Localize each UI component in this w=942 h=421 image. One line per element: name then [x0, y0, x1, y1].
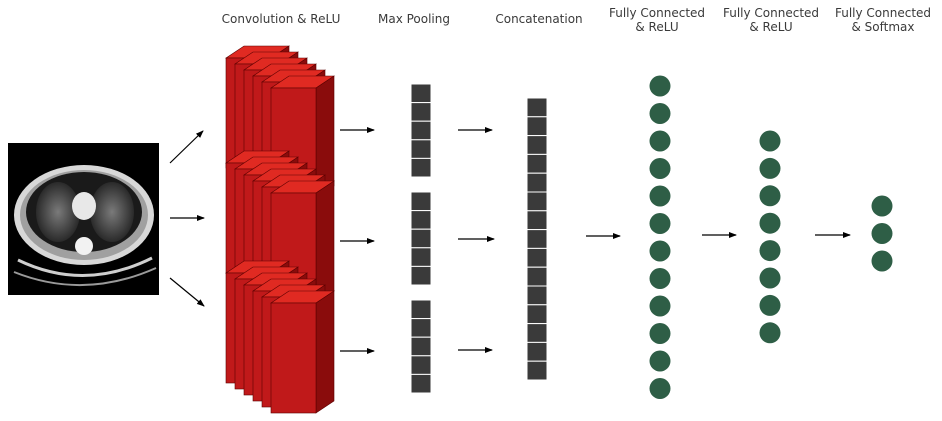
neuron [871, 223, 893, 244]
neuron [759, 185, 781, 207]
pool-cell [410, 83, 432, 104]
pool-cell [410, 336, 432, 357]
concat-cell [526, 116, 548, 137]
concat-cell [526, 323, 548, 343]
pool-cell [410, 228, 432, 249]
ct-scan-lung-icon [8, 143, 159, 295]
concat-cell [526, 341, 548, 362]
pool-cell [410, 102, 432, 122]
neuron [649, 130, 671, 152]
arrow-1 [169, 130, 204, 164]
concat-cell [526, 247, 548, 268]
pool-cell [410, 318, 432, 338]
pool-column-3 [410, 299, 432, 394]
pool-cell [410, 247, 432, 267]
header-fc3-line2: & Softmax [851, 20, 915, 34]
conv-filter-front [270, 302, 317, 414]
conv-filter [270, 290, 335, 414]
conv-filter-side [315, 290, 335, 414]
concat-cell [526, 229, 548, 249]
neuron [759, 322, 781, 344]
pool-column-1 [410, 83, 432, 178]
concat-column [526, 97, 548, 381]
header-fc2-line2: & ReLU [749, 20, 793, 34]
neuron [649, 240, 671, 262]
neuron [649, 158, 671, 179]
pool-cell [410, 355, 432, 375]
pool-column-2 [410, 191, 432, 286]
conv-branch-3 [225, 260, 335, 414]
header-fc3: Fully Connected & Softmax [824, 6, 942, 34]
neuron [871, 250, 893, 272]
concat-cell [526, 360, 548, 381]
header-fc2: Fully Connected & ReLU [712, 6, 830, 34]
neuron [759, 294, 781, 316]
header-max-pooling: Max Pooling [377, 12, 450, 26]
pool-cell [410, 139, 432, 159]
header-fc2-line1: Fully Connected [722, 6, 820, 20]
concat-cell [526, 210, 548, 231]
concat-cell [526, 135, 548, 155]
neuron [759, 157, 781, 179]
fc-layer-1 [649, 75, 671, 399]
pool-cell [410, 373, 432, 394]
neuron [871, 195, 893, 217]
concat-cell [526, 172, 548, 193]
pool-cell [410, 191, 432, 212]
concat-cell [526, 266, 548, 287]
neuron [759, 212, 781, 234]
arrow-3 [169, 277, 205, 307]
neuron [649, 323, 671, 344]
neuron [759, 267, 781, 289]
header-conv: Convolution & ReLU [221, 12, 341, 26]
header-fc3-line1: Fully Connected [834, 6, 932, 20]
neuron [649, 213, 671, 234]
neuron [649, 268, 671, 289]
header-fc1-line2: & ReLU [635, 20, 679, 34]
pool-cell [410, 299, 432, 320]
pool-cell [410, 120, 432, 141]
neuron [649, 295, 671, 317]
neuron [649, 350, 671, 372]
concat-cell [526, 285, 548, 306]
neuron [759, 240, 781, 262]
fc-layer-2 [759, 130, 781, 344]
concat-cell [526, 304, 548, 325]
pool-cell [410, 157, 432, 178]
pool-cell [410, 210, 432, 230]
header-concatenation: Concatenation [495, 12, 583, 26]
neuron [649, 75, 671, 97]
pool-cell [410, 265, 432, 286]
concat-cell [526, 191, 548, 212]
concat-cell [526, 153, 548, 174]
header-fc1: Fully Connected & ReLU [598, 6, 716, 34]
conv-filter [270, 75, 335, 199]
neuron [759, 130, 781, 152]
fc-layer-3 [871, 195, 893, 272]
neuron [649, 378, 671, 399]
neuron [649, 185, 671, 207]
neuron [649, 103, 671, 124]
concat-cell [526, 97, 548, 118]
header-fc1-line1: Fully Connected [608, 6, 706, 20]
